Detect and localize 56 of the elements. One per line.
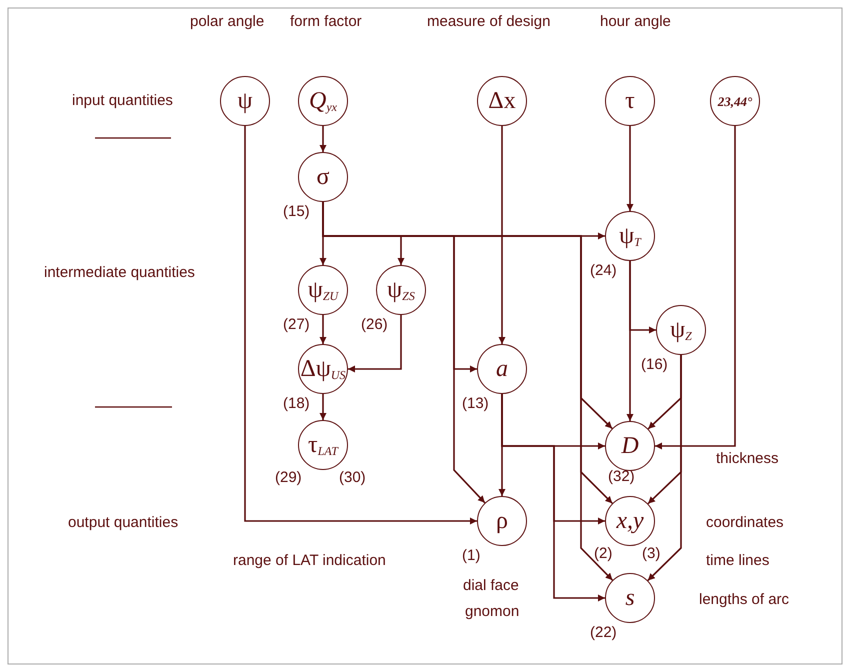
variable-symbol: ψ$_{Z}$ [670, 318, 692, 342]
arrow [498, 126, 506, 344]
quantity-name: hour angle [600, 13, 671, 32]
arrow [655, 126, 736, 450]
variable-symbol: σ [316, 165, 330, 189]
variable-symbol: Q$_{yx}$ [309, 89, 337, 113]
equation-number: (3) [642, 545, 660, 564]
variable-symbol: τ$_{LAT}$ [308, 433, 338, 457]
variable-symbol: ψ [237, 89, 253, 113]
quantity-name: measure of design [427, 13, 550, 32]
variable-symbol: Δx [488, 89, 516, 113]
arrow [348, 315, 402, 372]
variable-symbol: τ [625, 89, 635, 113]
arrow [244, 126, 477, 524]
equation-number: (29) [275, 469, 302, 488]
arrow [320, 126, 326, 152]
equation-number: (18) [283, 395, 310, 414]
variable-symbol: x,y [616, 509, 644, 533]
annotation-text: input quantities [72, 92, 173, 111]
variable-symbol: D [621, 434, 639, 458]
annotation-text: output quantities [68, 514, 178, 533]
annotation-text: lengths of arc [699, 591, 790, 610]
annotation-text: dial face [463, 577, 519, 596]
equation-number: (22) [590, 624, 617, 643]
variable-symbol: a [496, 357, 508, 381]
annotation-text: range of LAT indication [233, 552, 386, 571]
quantity-name: polar angle [190, 13, 264, 32]
annotation-text: thickness [716, 450, 779, 469]
equation-number: (1) [462, 547, 480, 566]
quantity-name: form factor [290, 13, 362, 32]
equation-number: (26) [361, 316, 388, 335]
arrow [501, 394, 605, 602]
annotation-text: gnomon [465, 603, 520, 622]
arrow [647, 355, 682, 582]
annotation-text: time lines [706, 552, 770, 571]
variable-symbol: 23,44° [718, 94, 752, 108]
arrow [320, 315, 326, 344]
variable-symbol: ρ [496, 509, 508, 533]
equation-number: (24) [590, 262, 617, 281]
equation-number: (15) [283, 203, 310, 222]
variable-symbol: ψ$_{ZU}$ [308, 278, 338, 302]
arrow [629, 261, 656, 334]
equation-number: (27) [283, 316, 310, 335]
equation-number: (16) [641, 356, 668, 375]
annotation-text: coordinates [706, 514, 784, 533]
variable-symbol: ψ$_{ZS}$ [387, 278, 415, 302]
arrow [626, 126, 634, 211]
variable-symbol: s [625, 586, 635, 610]
annotation-text: intermediate quantities [44, 264, 195, 283]
equation-number: (32) [608, 468, 635, 487]
equation-number: (2) [594, 545, 612, 564]
arrow [320, 394, 326, 420]
variable-symbol: Δψ$_{US}$ [300, 357, 346, 381]
equation-number: (30) [339, 469, 366, 488]
equation-number: (13) [462, 395, 489, 414]
variable-symbol: ψ$_{T}$ [619, 224, 641, 248]
